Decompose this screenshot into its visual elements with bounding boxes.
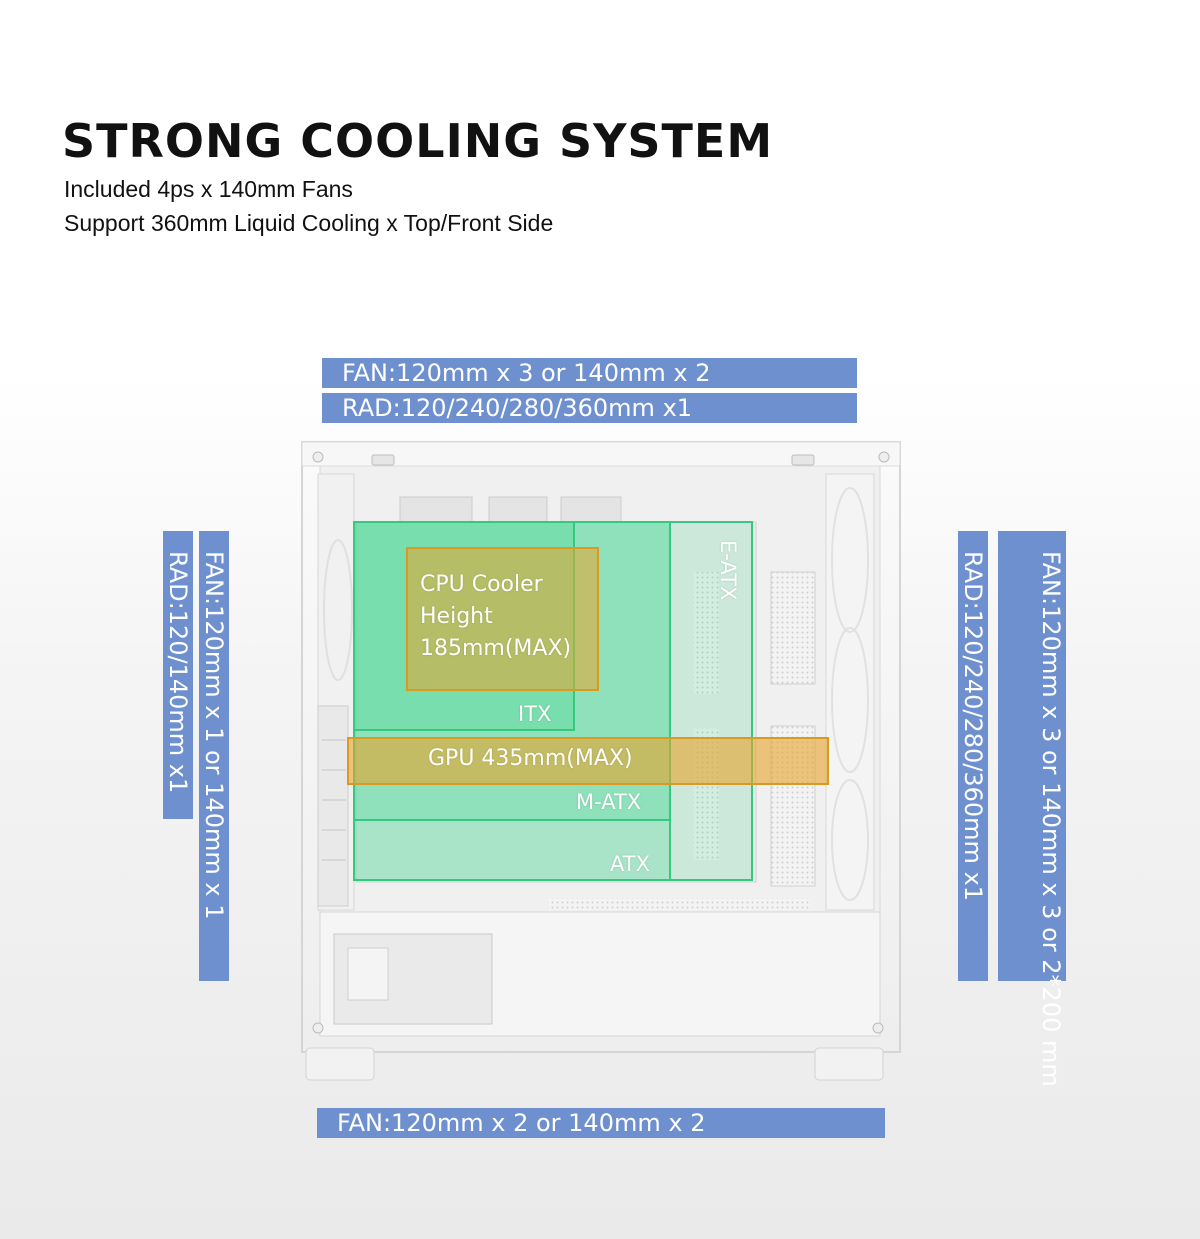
rear-rad-label: RAD:120/140mm x1 bbox=[163, 531, 193, 819]
front-fan-label: FAN:120mm x 3 or 140mm x 3 or 2*200 mm bbox=[998, 531, 1066, 1087]
cpu-cooler-label-line1: CPU Cooler bbox=[420, 572, 543, 597]
subtitle-liquid-cooling: Support 360mm Liquid Cooling x Top/Front… bbox=[64, 210, 554, 236]
front-fan-label-line2: or 2*200 mm bbox=[1037, 927, 1065, 1087]
rear-fan-label: FAN:120mm x 1 or 140mm x 1 bbox=[199, 531, 229, 981]
motherboard-size-overlays bbox=[347, 521, 829, 881]
page-title: STRONG COOLING SYSTEM bbox=[62, 114, 774, 168]
front-rad-label: RAD:120/240/280/360mm x1 bbox=[958, 531, 988, 981]
bottom-fan-label: FAN:120mm x 2 or 140mm x 2 bbox=[317, 1108, 885, 1138]
eatx-label: E-ATX bbox=[716, 540, 740, 601]
gpu-label: GPU 435mm(MAX) bbox=[428, 746, 633, 771]
itx-label: ITX bbox=[518, 702, 552, 726]
matx-label: M-ATX bbox=[576, 790, 642, 814]
front-fan-label-line1: FAN:120mm x 3 or 140mm x 3 bbox=[1037, 551, 1065, 920]
top-rad-label: RAD:120/240/280/360mm x1 bbox=[322, 393, 857, 423]
atx-label: ATX bbox=[610, 852, 650, 876]
cpu-cooler-label-line2: Height bbox=[420, 604, 493, 629]
subtitle-fans: Included 4ps x 140mm Fans bbox=[64, 176, 353, 202]
cpu-cooler-area bbox=[406, 547, 599, 691]
gpu-area bbox=[347, 737, 829, 785]
cpu-cooler-label-line3: 185mm(MAX) bbox=[420, 636, 572, 661]
top-fan-label: FAN:120mm x 3 or 140mm x 2 bbox=[322, 358, 857, 388]
